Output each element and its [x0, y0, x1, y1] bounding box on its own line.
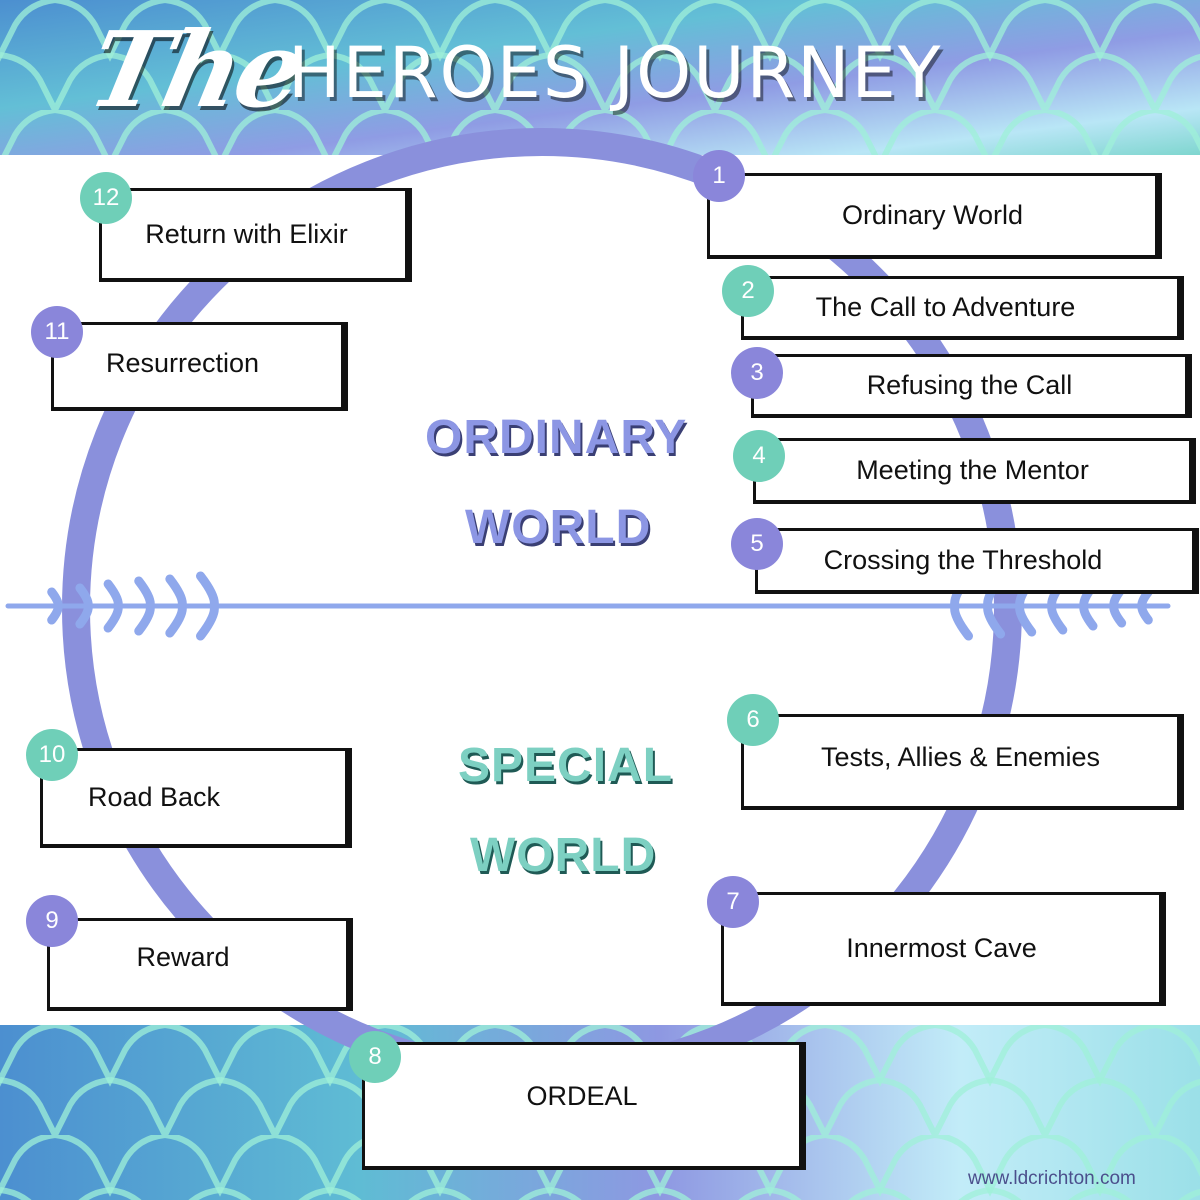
stage-label: Return with Elixir [145, 219, 348, 249]
stage-number-badge-7: 7 [707, 876, 759, 928]
stage-box-2: The Call to Adventure [741, 276, 1184, 340]
arrow-feather-chevron [47, 587, 63, 625]
stage-label: Ordinary World [841, 200, 1024, 230]
stage-label: Road Back [87, 782, 221, 812]
stage-label: The Call to Adventure [815, 292, 1076, 322]
scale-pattern-background [0, 0, 1200, 155]
stage-box-3: Refusing the Call [751, 354, 1192, 418]
stage-label: Tests, Allies & Enemies [820, 742, 1101, 772]
stage-label: Crossing the Threshold [823, 545, 1103, 575]
stage-number-badge-4: 4 [733, 430, 785, 482]
stage-number-badge-5: 5 [731, 518, 783, 570]
arrow-feather-chevron [75, 583, 93, 629]
stage-number-badge-1: 1 [693, 150, 745, 202]
stage-box-9: Reward [47, 918, 353, 1011]
stage-label: Resurrection [105, 347, 260, 378]
stage-number-badge-10: 10 [26, 729, 78, 781]
ordinary-world-heading: ORDINARY [425, 411, 688, 464]
stage-number-badge-6: 6 [727, 694, 779, 746]
stage-label: Reward [136, 941, 230, 972]
header-banner: The HEROES JOURNEY [0, 0, 1200, 155]
ordinary-world-heading-line2: WORLD [465, 501, 652, 554]
special-world-heading-line2: WORLD [470, 829, 657, 882]
stage-label: ORDEAL [526, 1081, 638, 1111]
page-title: HEROES JOURNEY [288, 32, 943, 114]
arrow-feather-chevron [1109, 584, 1127, 628]
stage-label: Refusing the Call [866, 370, 1073, 400]
website-url: www.ldcrichton.com [968, 1168, 1136, 1189]
stage-number-badge-2: 2 [722, 265, 774, 317]
divider-arrow-tail-left [47, 571, 219, 641]
stage-box-11: Resurrection [51, 322, 348, 411]
arrow-feather-chevron [134, 576, 155, 636]
special-world-heading: SPECIAL [458, 739, 674, 792]
stage-box-4: Meeting the Mentor [753, 438, 1196, 504]
stage-number-badge-11: 11 [31, 306, 83, 358]
stage-box-8: ORDEAL [362, 1042, 806, 1170]
arrow-feather-chevron [1137, 587, 1153, 625]
arrow-feather-chevron [196, 571, 219, 641]
stage-number-badge-12: 12 [80, 172, 132, 224]
stage-box-7: Innermost Cave [721, 892, 1166, 1006]
stage-label: Innermost Cave [846, 933, 1037, 963]
stage-number-badge-9: 9 [26, 895, 78, 947]
stage-label: Meeting the Mentor [856, 455, 1089, 485]
arrow-feather-chevron [103, 579, 123, 633]
stage-box-6: Tests, Allies & Enemies [741, 714, 1184, 810]
stage-box-12: Return with Elixir [99, 188, 412, 282]
arrow-feather-chevron [165, 574, 187, 638]
stage-number-badge-8: 8 [349, 1031, 401, 1083]
stage-box-1: Ordinary World [707, 173, 1162, 259]
stage-box-10: Road Back [40, 748, 352, 848]
stage-box-5: Crossing the Threshold [755, 528, 1199, 594]
stage-number-badge-3: 3 [731, 347, 783, 399]
